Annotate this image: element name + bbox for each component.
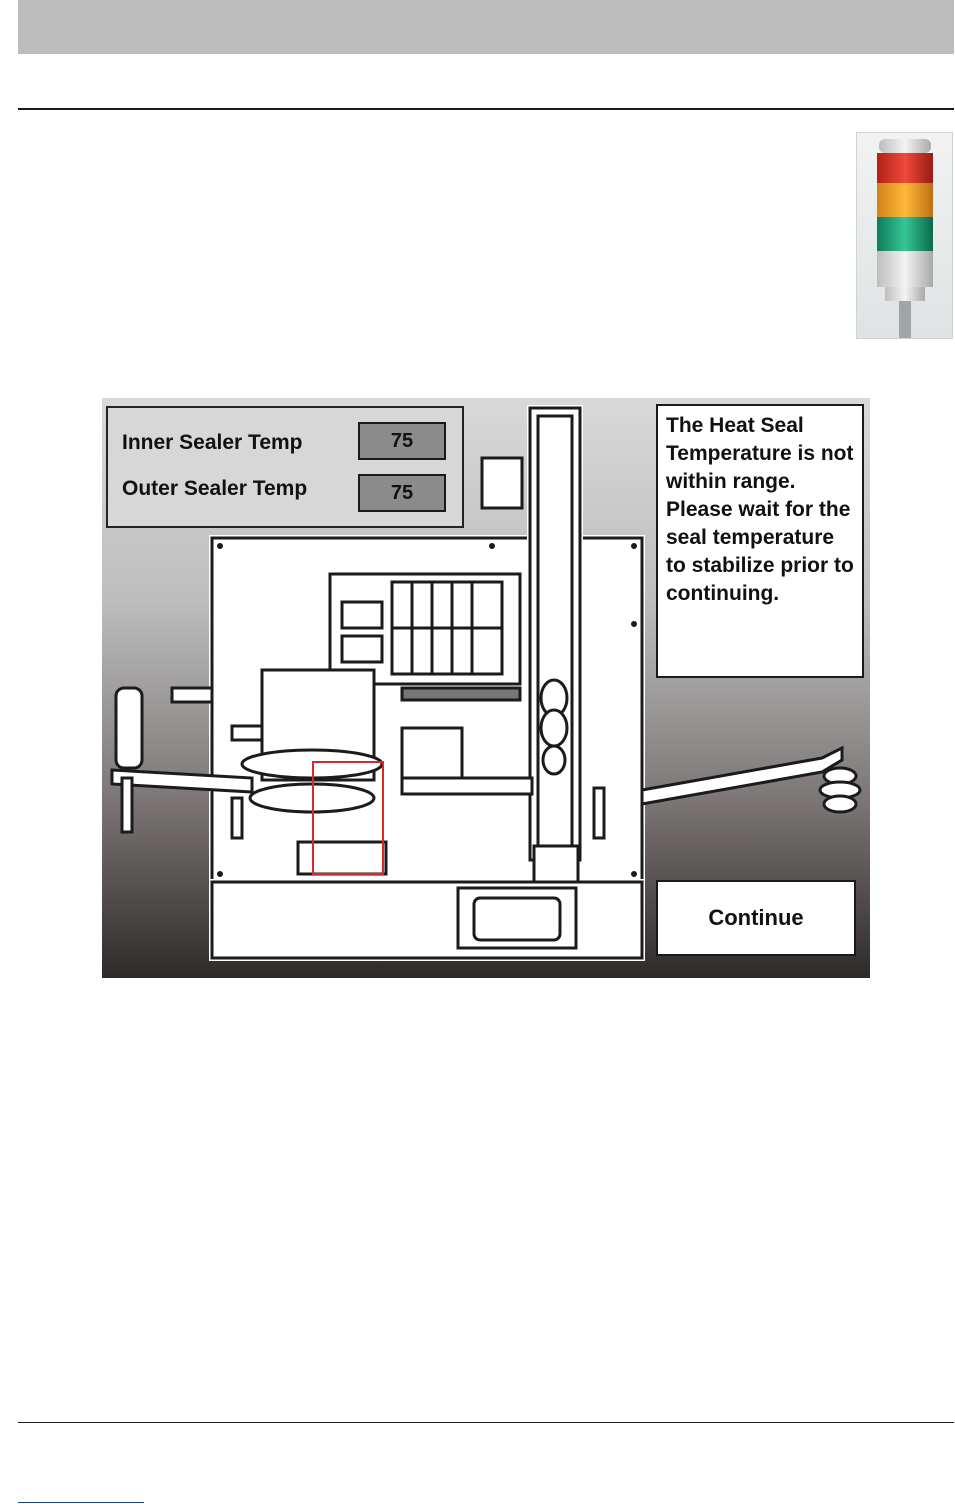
header-divider bbox=[18, 108, 954, 110]
outer-sealer-temp-label: Outer Sealer Temp bbox=[122, 477, 307, 501]
outer-sealer-temp-value: 75 bbox=[358, 474, 446, 512]
stack-light-image bbox=[856, 132, 953, 339]
heat-seal-warning-message: The Heat Seal Temperature is not within … bbox=[656, 404, 864, 678]
sealer-highlight-box bbox=[312, 761, 384, 875]
stack-green-segment bbox=[877, 217, 933, 251]
footer-divider bbox=[18, 1422, 954, 1423]
hmi-screen: Inner Sealer Temp 75 Outer Sealer Temp 7… bbox=[102, 398, 870, 978]
inner-sealer-temp-label: Inner Sealer Temp bbox=[122, 431, 303, 455]
stack-red-segment bbox=[877, 153, 933, 183]
sealer-temp-panel: Inner Sealer Temp 75 Outer Sealer Temp 7… bbox=[106, 406, 464, 528]
stack-amber-segment bbox=[877, 183, 933, 217]
header-bar bbox=[18, 0, 954, 54]
footnote-rule bbox=[18, 1502, 144, 1503]
continue-button[interactable]: Continue bbox=[656, 880, 856, 956]
inner-sealer-temp-value: 75 bbox=[358, 422, 446, 460]
